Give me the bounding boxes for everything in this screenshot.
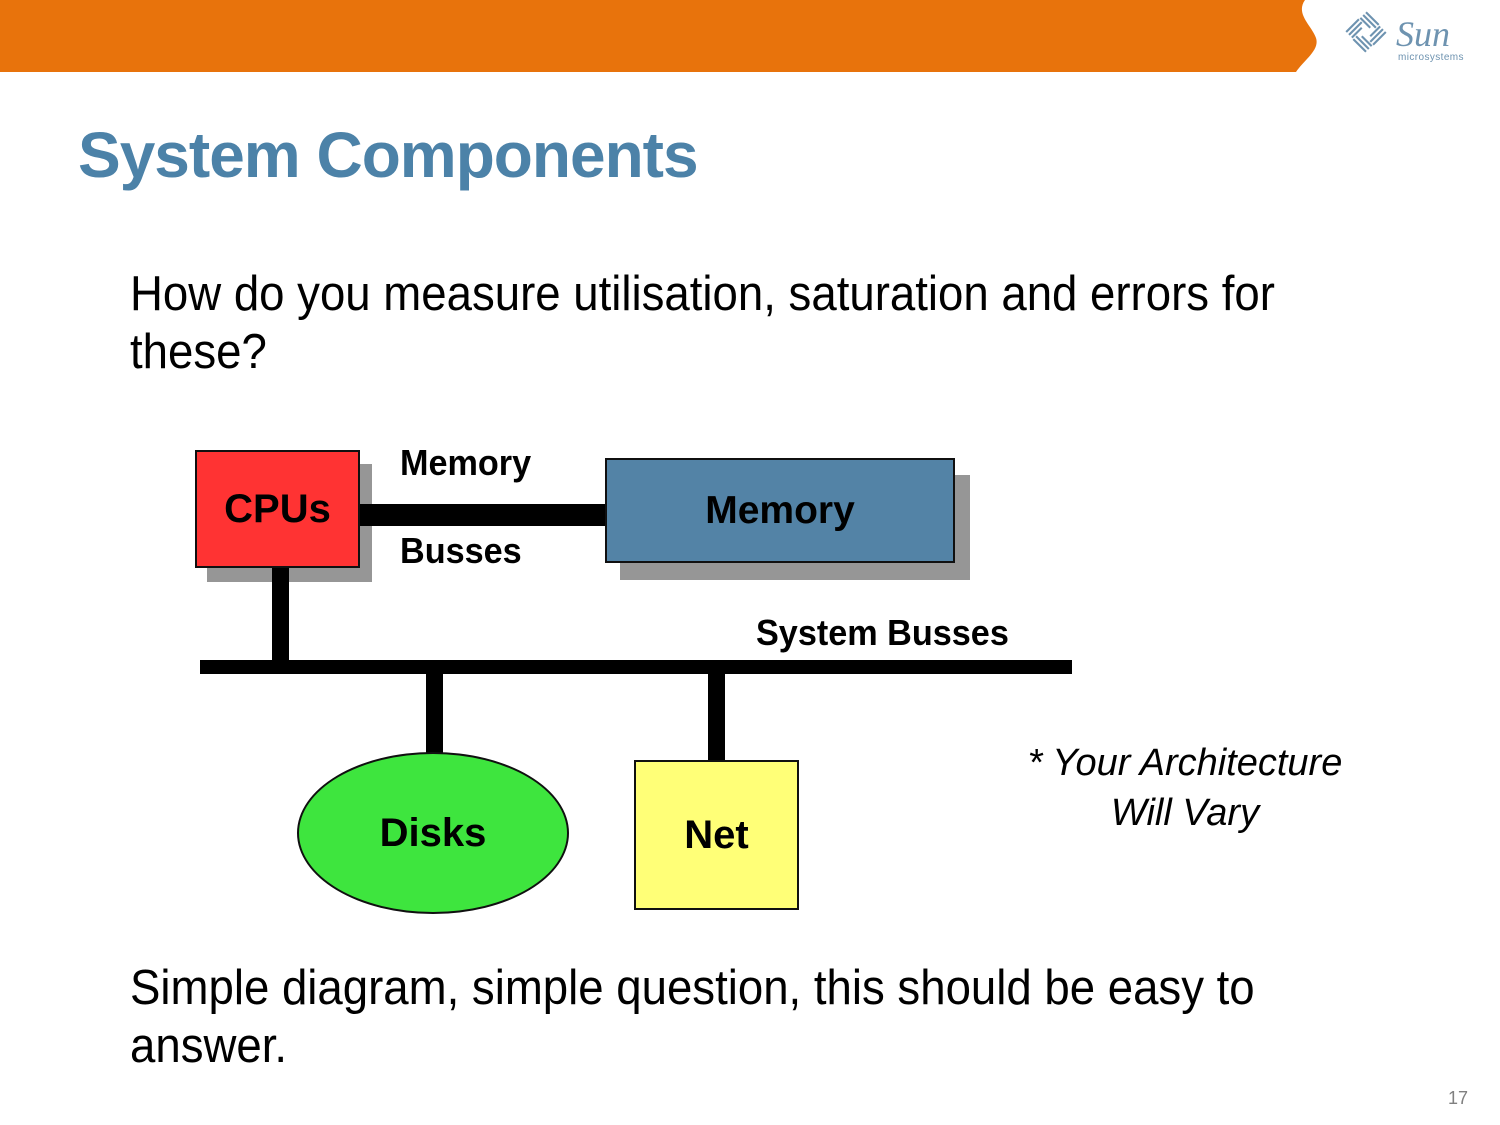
- sun-wordmark: Sun: [1396, 14, 1450, 54]
- header-orange-band: [0, 0, 1360, 72]
- node-memory-label: Memory: [705, 488, 855, 532]
- sun-tagline: microsystems: [1398, 52, 1464, 63]
- node-disks-label: Disks: [379, 810, 487, 855]
- label-memory-busses-line2: Busses: [400, 530, 522, 571]
- wire-cpu-to-memory: [352, 504, 617, 526]
- page-number: 17: [1447, 1088, 1468, 1108]
- node-cpus: CPUs: [195, 450, 360, 568]
- wire-bus-to-net: [708, 672, 725, 764]
- system-components-diagram: CPUs Memory Disks Net Memory Busses Syst…: [0, 420, 1500, 920]
- node-net-label: Net: [684, 812, 749, 857]
- footnote-line-2: Will Vary: [1110, 792, 1260, 835]
- sun-microsystems-logo: Sun microsystems: [1340, 6, 1490, 68]
- lead-paragraph: How do you measure utilisation, saturati…: [130, 267, 1275, 379]
- node-disks: Disks: [297, 752, 569, 914]
- label-memory-busses-line1: Memory: [400, 442, 532, 483]
- footnote-line-1: * Your Architecture: [1027, 742, 1343, 784]
- wire-cpu-to-system-bus: [272, 560, 289, 672]
- sun-logo-icon: [1345, 11, 1387, 53]
- wire-system-bus: [200, 660, 1072, 674]
- label-system-busses: System Busses: [756, 612, 1009, 653]
- node-cpus-label: CPUs: [224, 486, 331, 531]
- closing-paragraph: Simple diagram, simple question, this sh…: [130, 961, 1255, 1073]
- page-title: System Components: [78, 119, 699, 191]
- wire-bus-to-disks: [426, 672, 443, 760]
- node-memory: Memory: [605, 458, 955, 563]
- architecture-footnote: * Your Architecture Will Vary: [1000, 738, 1370, 838]
- node-net: Net: [634, 760, 799, 910]
